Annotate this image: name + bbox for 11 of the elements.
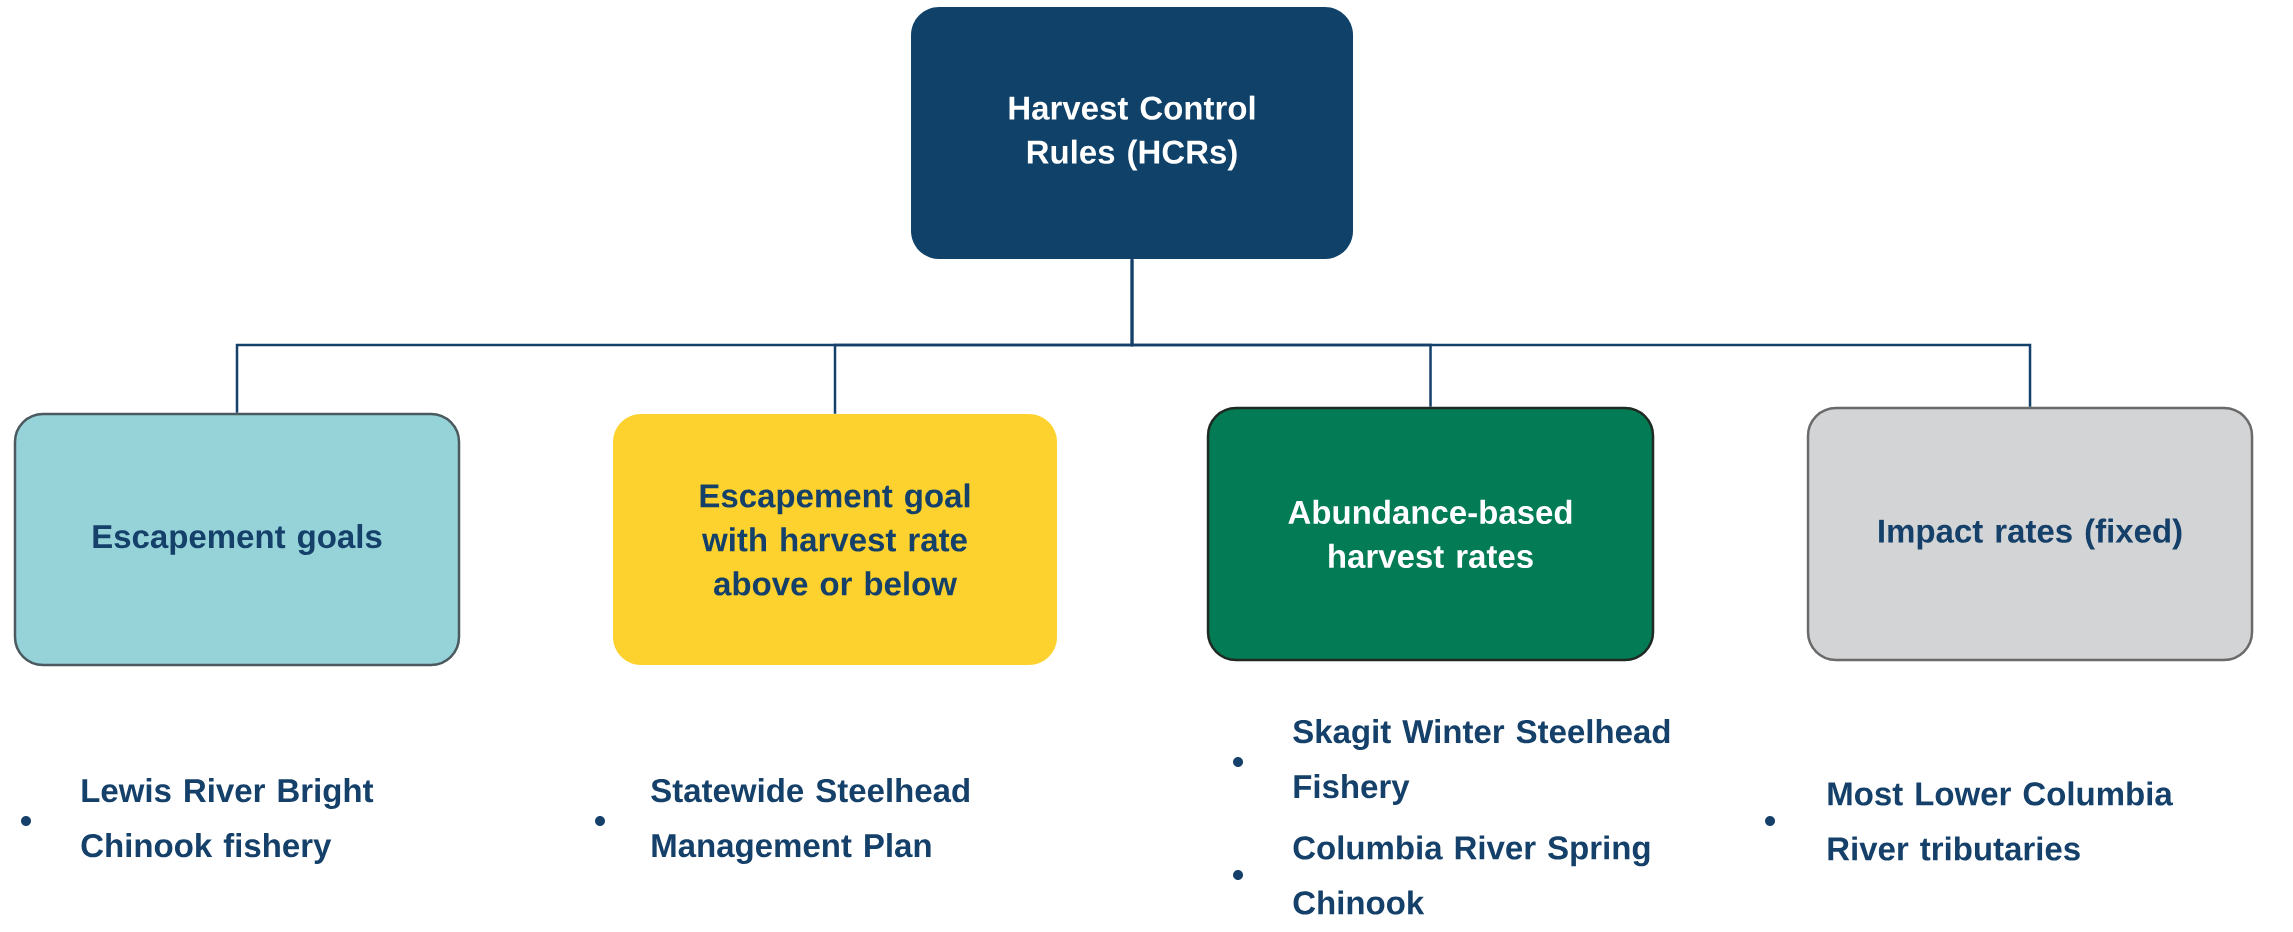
- bullet-item: Statewide Steelhead Management Plan: [595, 778, 969, 864]
- process-box: Harvest Control Rules (HCRs): [911, 7, 1353, 259]
- bullet-item: Most Lower Columbia River tributaries: [1765, 781, 2173, 861]
- process-box: Impact rates (fixed): [1806, 406, 2254, 662]
- bullet-item: Skagit Winter Steelhead Fishery: [1233, 719, 1670, 805]
- connector-line: [1130, 259, 2032, 407]
- process-box: Escapement goals: [13, 412, 461, 667]
- process-box: Abundance-based harvest rates: [1206, 406, 1655, 662]
- bullet-item: Columbia River Spring Chinook: [1233, 835, 1650, 915]
- process-box: Escapement goal with harvest rate above or below: [613, 414, 1057, 665]
- bullet-item: Lewis River Bright Chinook fishery: [21, 778, 374, 864]
